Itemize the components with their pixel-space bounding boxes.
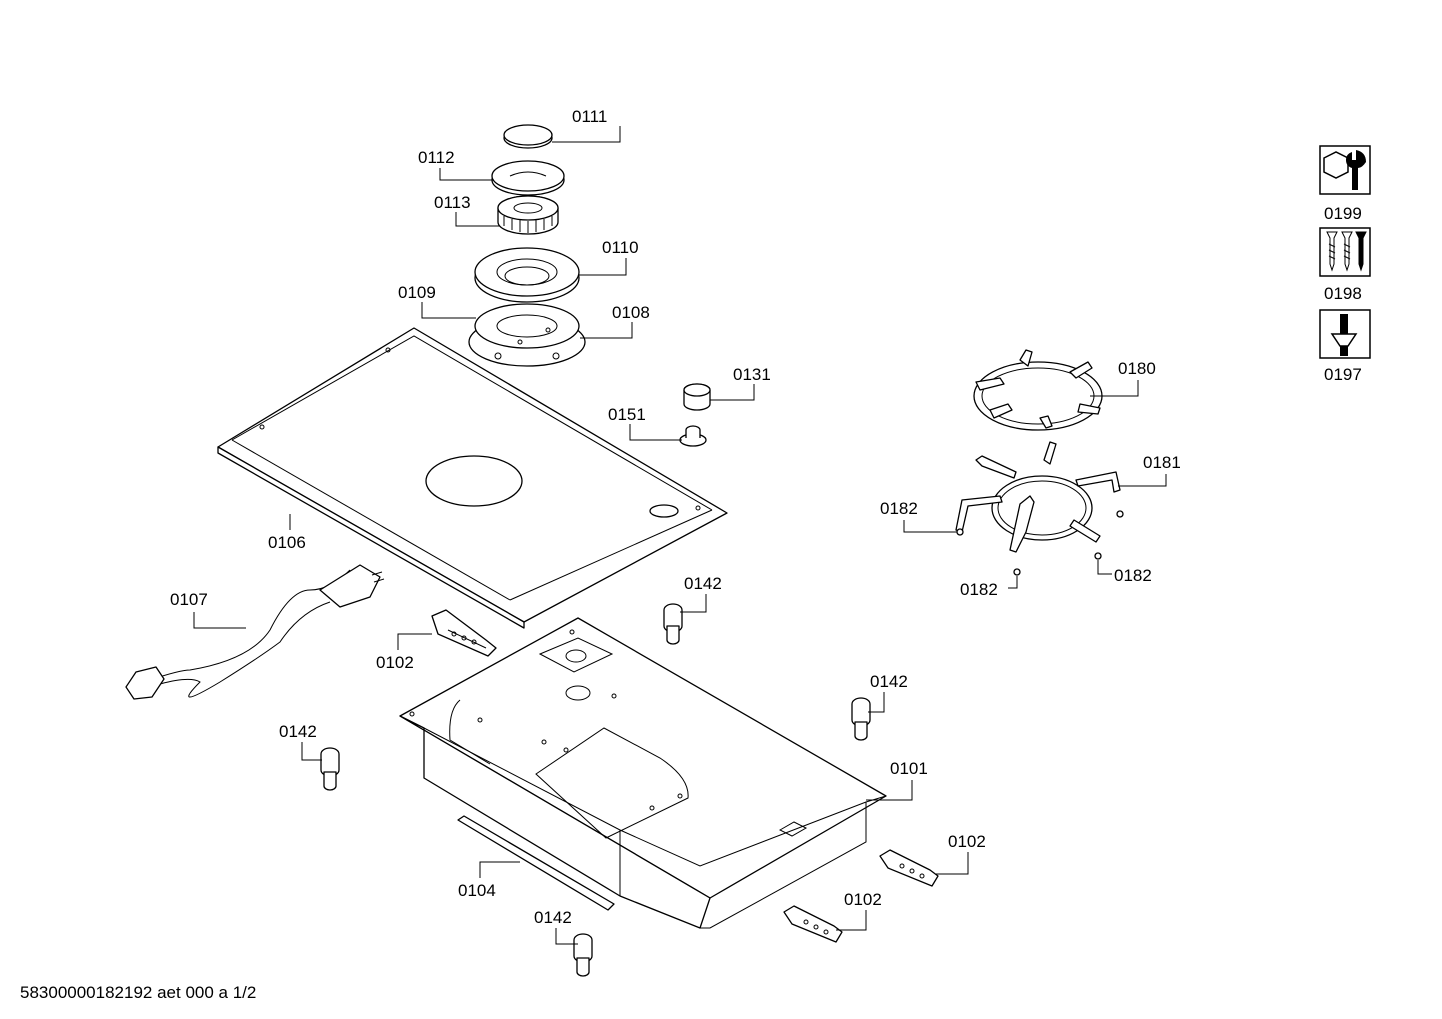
label-0180: 0180 [1118,359,1156,378]
label-0131: 0131 [733,365,771,384]
foot-0142-bottom [573,933,593,977]
mounting-clip-0102-bottom [783,905,843,943]
burner-crown-0112 [491,160,565,196]
label-0109: 0109 [398,283,436,302]
screws-icon [1319,227,1371,277]
control-knob-0131 [683,383,711,411]
foot-0142-top [663,603,683,645]
label-0142-left: 0142 [279,722,317,741]
label-0182-b: 0182 [960,580,998,599]
mounting-clip-0102-left [431,609,497,657]
label-0106: 0106 [268,533,306,552]
label-0197: 0197 [1324,365,1362,384]
rubber-feet-0182 [956,510,1124,576]
burner-distributor-0113 [497,195,559,235]
document-footer: 58300000182192 aet 000 a 1/2 [20,983,256,1002]
pan-support-ring-0180 [973,349,1103,431]
part-labels: 0111 0112 0113 0110 0109 0108 0131 0151 … [170,107,1181,927]
label-0181: 0181 [1143,453,1181,472]
label-0107: 0107 [170,590,208,609]
label-0104: 0104 [458,881,496,900]
label-0151: 0151 [608,405,646,424]
label-0142-right: 0142 [870,672,908,691]
burner-ring-0110 [474,247,580,303]
screw-insert-icon [1319,309,1371,359]
label-0112: 0112 [418,148,455,167]
base-tray-0101 [399,617,887,929]
power-cable-0107 [125,564,385,700]
mounting-clip-0102-right [879,849,939,887]
foot-0142-right [851,697,871,741]
burner-cap-0111 [503,124,553,149]
label-0199: 0199 [1324,204,1362,223]
burner-base-0108-0109 [468,303,586,367]
label-0182-c: 0182 [1114,566,1152,585]
label-0102-right: 0102 [948,832,986,851]
label-0110: 0110 [602,238,639,257]
label-0101: 0101 [890,759,928,778]
label-0111: 0111 [572,107,607,126]
label-0102-bottom: 0102 [844,890,882,909]
hob-top-plate-0106 [217,327,728,629]
foot-0142-left [320,747,340,791]
pan-support-grid-0181 [955,441,1121,553]
knob-bezel-0151 [679,425,707,447]
label-0108: 0108 [612,303,650,322]
label-0142-top: 0142 [684,574,722,593]
nut-wrench-icon [1319,145,1371,195]
label-0198: 0198 [1324,284,1362,303]
seal-strip-0104 [457,815,615,911]
label-0113: 0113 [434,193,471,212]
label-0182-a: 0182 [880,499,918,518]
label-0102-left: 0102 [376,653,414,672]
leader-lines [193,126,1167,945]
label-0142-bottom: 0142 [534,908,572,927]
